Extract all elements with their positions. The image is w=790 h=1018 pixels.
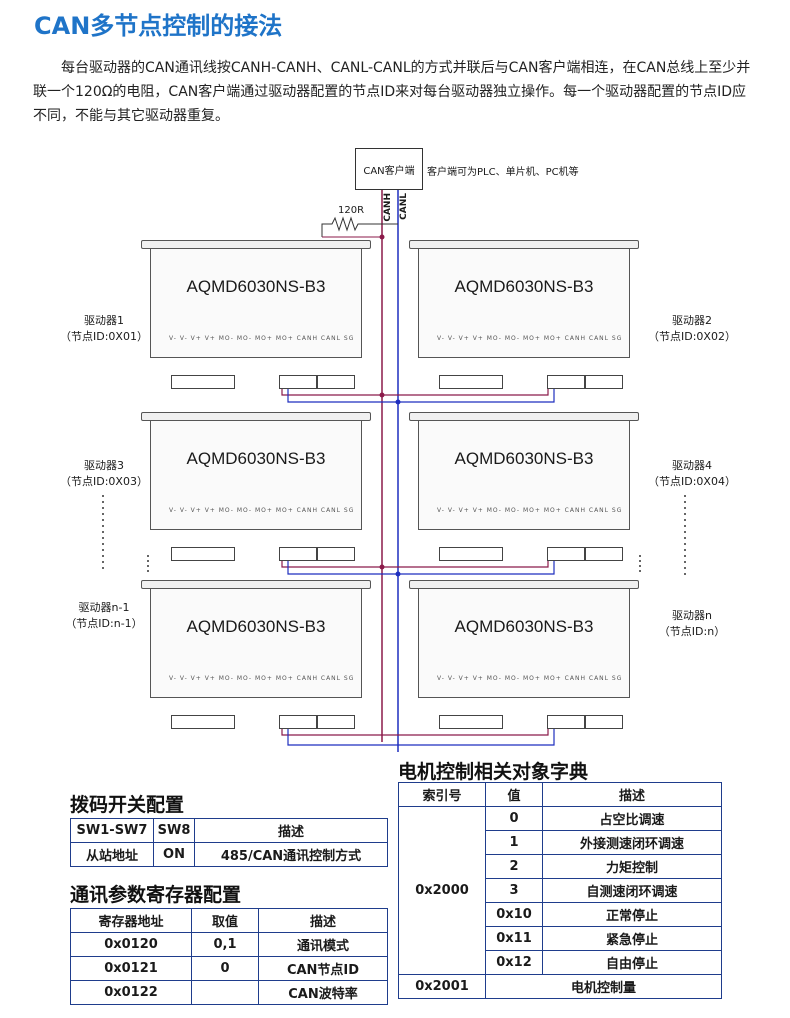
dictionary-index-0x2000: 0x2000 — [398, 806, 486, 975]
can-wiring-diagram — [102, 190, 686, 752]
drive-pin-labels: V- V- V+ V+ MO- MO- MO+ MO+ CANH CANL SG… — [169, 675, 353, 682]
intro-paragraph: 每台驱动器的CAN通讯线按CANH-CANH、CANL-CANL的方式并联后与C… — [33, 60, 751, 124]
page-title: CAN多节点控制的接法 — [34, 12, 283, 40]
drive-label-4: 驱动器4（节点ID:0X04） — [648, 459, 736, 488]
can-client-note: 客户端可为PLC、单片机、PC机等 — [427, 167, 579, 178]
drive-4: AQMD6030NS-B3 V- V- V+ V+ MO- MO- MO+ MO… — [409, 412, 639, 561]
drive-3: AQMD6030NS-B3 V- V- V+ V+ MO- MO- MO+ MO… — [141, 412, 371, 561]
drive-pin-labels: V- V- V+ V+ MO- MO- MO+ MO+ CANH CANL SG… — [437, 507, 621, 514]
drive-model: AQMD6030NS-B3 — [454, 449, 594, 468]
drive-label-1: 驱动器1（节点ID:0X01） — [60, 314, 148, 343]
drive-label-3: 驱动器3（节点ID:0X03） — [60, 459, 148, 488]
drive-model: AQMD6030NS-B3 — [186, 449, 326, 468]
can-client-box: CAN客户端 — [355, 148, 423, 190]
drive-model: AQMD6030NS-B3 — [454, 277, 594, 296]
dip-section-title: 拨码开关配置 — [70, 794, 185, 816]
drive-n: AQMD6030NS-B3 V- V- V+ V+ MO- MO- MO+ MO… — [409, 580, 639, 729]
resistor-120r — [321, 216, 398, 237]
canh-label: CANH — [383, 193, 393, 222]
drive-label-n: 驱动器n（节点ID:n） — [658, 609, 726, 638]
drive-model: AQMD6030NS-B3 — [454, 617, 594, 636]
drive-pin-labels: V- V- V+ V+ MO- MO- MO+ MO+ CANH CANL SG… — [169, 507, 353, 514]
drive-pin-labels: V- V- V+ V+ MO- MO- MO+ MO+ CANH CANL SG… — [437, 675, 621, 682]
drive-n-minus-1: AQMD6030NS-B3 V- V- V+ V+ MO- MO- MO+ MO… — [141, 580, 371, 729]
canl-label: CANL — [399, 193, 409, 220]
dictionary-section-title: 电机控制相关对象字典 — [398, 761, 589, 783]
register-section-title: 通讯参数寄存器配置 — [70, 884, 242, 906]
drive-model: AQMD6030NS-B3 — [186, 617, 326, 636]
drive-2: AQMD6030NS-B3 V- V- V+ V+ MO- MO- MO+ MO… — [409, 240, 639, 389]
dictionary-index-0x2001: 0x2001 — [398, 974, 486, 999]
drive-label-n-1: 驱动器n-1（节点ID:n-1） — [65, 601, 143, 630]
drive-model: AQMD6030NS-B3 — [186, 277, 326, 296]
drive-label-2: 驱动器2（节点ID:0X02） — [648, 314, 736, 343]
dip-table: SW1-SW7 SW8 描述 从站地址 ON 485/CAN通讯控制方式 — [70, 818, 388, 867]
resistor-label: 120R — [338, 205, 365, 216]
drive-1: AQMD6030NS-B3 V- V- V+ V+ MO- MO- MO+ MO… — [141, 240, 371, 389]
drive-pin-labels: V- V- V+ V+ MO- MO- MO+ MO+ CANH CANL SG… — [169, 335, 353, 342]
drive-pin-labels: V- V- V+ V+ MO- MO- MO+ MO+ CANH CANL SG… — [437, 335, 621, 342]
